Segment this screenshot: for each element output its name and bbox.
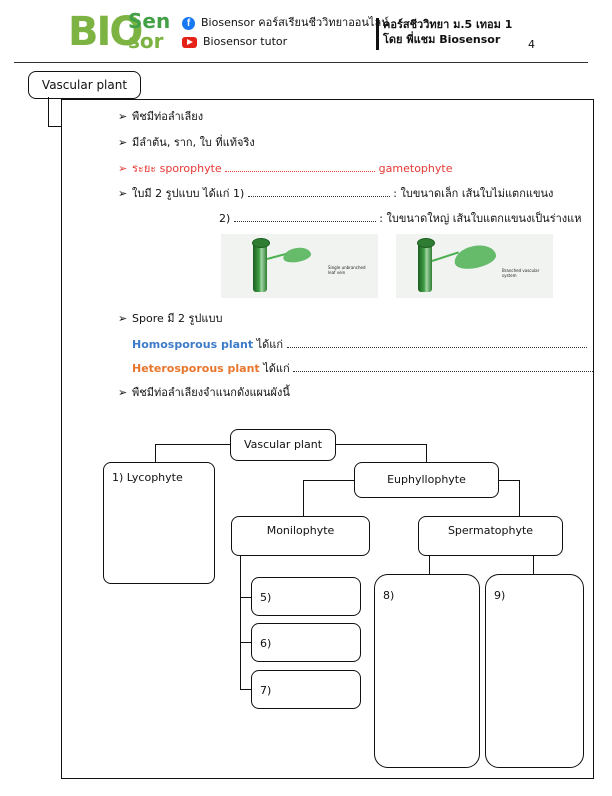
blank-line <box>286 337 587 348</box>
bullet-classification: ➢พืชมีท่อลำเลียงจำแนกดังแผนผังนี้ <box>118 386 290 399</box>
header-divider <box>376 18 379 50</box>
blank-line <box>225 161 376 172</box>
microphyll-figure: Single unbranched leaf vein <box>221 234 378 298</box>
logo-sen: Sen <box>128 9 171 33</box>
node-vascular-plant: Vascular plant <box>230 429 336 461</box>
arrow-icon: ➢ <box>118 386 128 399</box>
bullet-leaf-type-1: ➢ใบมี 2 รูปแบบ ได้แก่ 1) : ใบขนาดเล็ก เส… <box>118 186 554 200</box>
line-to-euphyllophyte <box>426 444 427 463</box>
bullet-true-organs: ➢มีลำต้น, ราก, ใบ ที่แท้จริง <box>118 136 255 149</box>
blank-line <box>247 186 390 197</box>
line-to-lycophyte <box>155 444 156 463</box>
node-8: 8) <box>374 574 480 768</box>
node-lycophyte: 1) Lycophyte <box>103 462 215 584</box>
stem-tube <box>418 242 432 292</box>
line-to-n5 <box>240 597 251 598</box>
blank-line <box>233 211 376 222</box>
line-eu-right <box>497 480 519 481</box>
header-rule <box>14 62 588 63</box>
arrow-icon: ➢ <box>118 187 128 200</box>
line-to-spermatophyte <box>519 480 520 517</box>
microphyll-label: Single unbranched leaf vein <box>328 265 366 275</box>
line-root-right <box>334 444 426 445</box>
arrow-icon: ➢ <box>118 312 128 325</box>
logo-sor: sor <box>128 29 164 53</box>
section-title-box: Vascular plant <box>28 71 141 99</box>
stem-tube <box>253 242 267 292</box>
facebook-icon: f <box>182 16 195 30</box>
bullet-life-stage: ➢ระยะ sporophyte gametophyte <box>118 161 453 175</box>
course-title: คอร์สชีววิทยา ม.5 เทอม 1 <box>383 18 513 31</box>
stem-top <box>252 238 270 248</box>
bullet-vascular-tissue: ➢พืชมีท่อลำเลียง <box>118 110 204 123</box>
arrow-icon: ➢ <box>118 110 128 123</box>
title-connector-v <box>48 97 49 127</box>
line-monilo-branch <box>240 554 241 690</box>
node-5: 5) <box>251 577 361 616</box>
biosensor-logo: BIO Sen sor <box>68 8 183 56</box>
node-9: 9) <box>485 574 584 768</box>
node-spermatophyte: Spermatophyte <box>418 516 563 556</box>
line-to-n8 <box>429 554 430 574</box>
line-eu-left <box>303 480 354 481</box>
facebook-line[interactable]: f Biosensor คอร์สเรียนชีววิทยาออนไลน์ <box>182 16 389 30</box>
node-7: 7) <box>251 670 361 709</box>
stem-top <box>417 238 435 248</box>
homosporous-line: Homosporous plant ได้แก่ <box>132 337 587 353</box>
node-euphyllophyte: Euphyllophyte <box>354 462 499 498</box>
line-to-n9 <box>533 554 534 574</box>
node-monilophyte: Monilophyte <box>231 516 370 556</box>
heterosporous-line: Heterosporous plant ได้แก่ <box>132 361 594 377</box>
leaf-shape <box>452 241 498 273</box>
megaphyll-label: Branched vascular system <box>502 268 540 278</box>
line-root-left <box>155 444 231 445</box>
arrow-icon: ➢ <box>118 162 128 175</box>
title-connector-h <box>48 126 62 127</box>
facebook-text: Biosensor คอร์สเรียนชีววิทยาออนไลน์ <box>201 16 389 29</box>
line-to-monilophyte <box>303 480 304 517</box>
bullet-spore-types: ➢Spore มี 2 รูปแบบ <box>118 312 223 325</box>
leaf-shape <box>281 245 313 265</box>
course-author: โดย พี่แชม Biosensor <box>383 33 501 46</box>
logo-bio: BIO <box>68 9 143 55</box>
youtube-text: Biosensor tutor <box>203 35 288 48</box>
page-number: 4 <box>528 38 535 51</box>
blank-line <box>293 361 594 372</box>
line-to-n7 <box>240 689 251 690</box>
megaphyll-figure: Branched vascular system <box>396 234 553 298</box>
node-6: 6) <box>251 623 361 662</box>
line-to-n6 <box>240 642 251 643</box>
arrow-icon: ➢ <box>118 136 128 149</box>
youtube-line[interactable]: Biosensor tutor <box>182 35 287 49</box>
youtube-icon <box>182 36 197 48</box>
bullet-leaf-type-2: 2) : ใบขนาดใหญ่ เส้นใบแตกแขนงเป็นร่างแห <box>219 211 582 225</box>
